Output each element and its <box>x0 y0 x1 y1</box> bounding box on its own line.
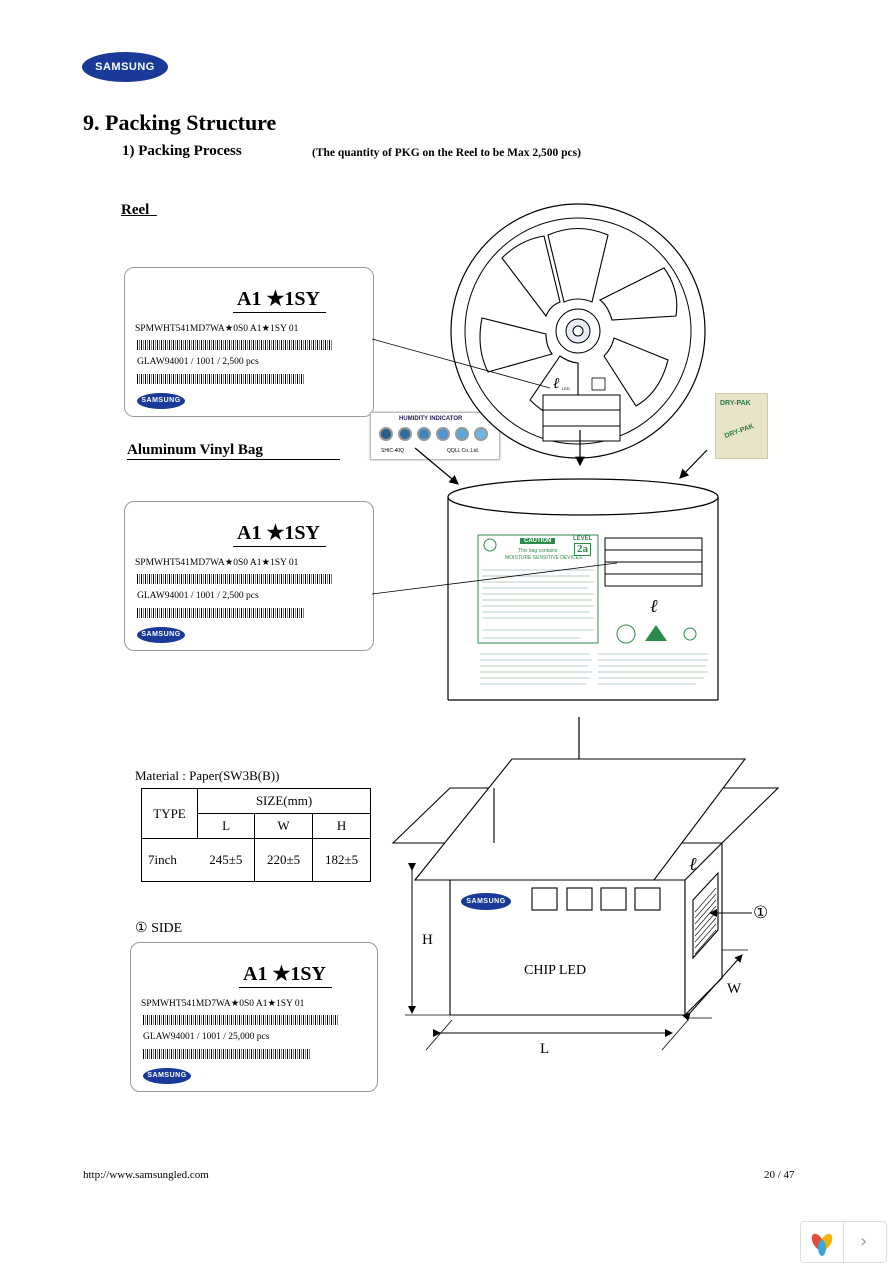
label-logo: SAMSUNG <box>143 1068 191 1084</box>
dim-l-label: L <box>540 1041 550 1057</box>
bag-label-card: A1 ★1SY SPMWHT541MD7WA★0S0 A1★1SY 01 GLA… <box>124 501 374 651</box>
label-code: A1 ★1SY <box>239 961 332 988</box>
reel-heading: Reel <box>121 202 157 219</box>
label-code-b: 1SY <box>290 963 326 985</box>
next-page-button[interactable]: › <box>843 1221 887 1263</box>
section-title: 9. Packing Structure <box>83 110 277 135</box>
material-title: Material : Paper(SW3B(B)) <box>135 768 280 783</box>
desiccant-pack: DRY-PAK DRY-PAK <box>715 393 768 459</box>
vinyl-bag-heading: Aluminum Vinyl Bag <box>127 442 263 459</box>
svg-text:ℓ: ℓ <box>553 376 559 392</box>
vinyl-bag-heading-text: Aluminum Vinyl Bag <box>127 442 263 458</box>
label-line-1: SPMWHT541MD7WA★0S0 A1★1SY 01 <box>135 558 299 568</box>
star-icon: ★ <box>266 522 285 544</box>
type-header: TYPE <box>141 788 198 839</box>
label-code-a: A1 <box>237 522 262 544</box>
viewer-logo-button[interactable] <box>800 1221 844 1263</box>
label-line-2: GLAW94001 / 1001 / 2,500 pcs <box>137 357 259 367</box>
box-product-label: CHIP LED <box>524 963 587 978</box>
barcode <box>137 574 332 584</box>
side-marker: ① <box>135 921 148 936</box>
section-subtitle: 1) Packing Process <box>122 143 242 159</box>
indicator-dot-icon <box>417 427 431 441</box>
barcode <box>143 1049 311 1059</box>
label-code: A1 ★1SY <box>233 520 326 547</box>
label-logo: SAMSUNG <box>137 393 185 409</box>
caution-level-value: 2a <box>574 543 591 556</box>
label-code-b: 1SY <box>284 288 320 310</box>
barcode <box>137 374 305 384</box>
size-l-value: 245±5 <box>197 838 256 882</box>
indicator-dot-icon <box>474 427 488 441</box>
desiccant-label: DRY-PAK <box>720 400 751 407</box>
indicator-dot-icon <box>379 427 393 441</box>
footer-url[interactable]: http://www.samsungled.com <box>83 1169 209 1181</box>
caution-line-1: This bag contains <box>518 548 558 554</box>
label-line-2: GLAW94001 / 1001 / 2,500 pcs <box>137 591 259 601</box>
side-heading: ① SIDE <box>135 920 182 937</box>
barcode <box>137 340 332 350</box>
type-value: 7inch <box>141 838 198 882</box>
label-code-a: A1 <box>243 963 268 985</box>
box-drawing <box>391 758 780 1017</box>
caution-line-2: MOISTURE SENSITIVE DEVICES <box>505 555 583 561</box>
label-line-2: GLAW94001 / 1001 / 25,000 pcs <box>143 1032 270 1042</box>
reel-tag: LED <box>562 386 570 391</box>
box-side-marker: ① <box>753 903 769 922</box>
humidity-left-note: SHIC-40Q <box>381 448 405 454</box>
chevron-right-icon: › <box>860 1231 868 1252</box>
reel-drawing: ℓ <box>450 203 706 459</box>
reel-label-card: A1 ★1SY SPMWHT541MD7WA★0S0 A1★1SY 01 GLA… <box>124 267 374 417</box>
col-l-header: L <box>196 813 256 839</box>
caution-level: LEVEL <box>573 536 593 542</box>
label-code-b: 1SY <box>284 522 320 544</box>
dim-h-label: H <box>422 932 433 948</box>
col-h-header: H <box>312 813 371 839</box>
quantity-note: (The quantity of PKG on the Reel to be M… <box>312 147 581 159</box>
vinyl-bag-drawing: ℓ <box>447 478 719 701</box>
side-heading-text: SIDE <box>151 921 183 936</box>
label-code: A1 ★1SY <box>233 286 326 313</box>
size-w-value: 220±5 <box>254 838 314 882</box>
size-header: SIZE(mm) <box>197 788 371 814</box>
humidity-dots <box>379 427 494 443</box>
indicator-dot-icon <box>398 427 412 441</box>
barcode <box>143 1015 338 1025</box>
barcode <box>137 608 305 618</box>
humidity-indicator-card: HUMIDITY INDICATOR SHIC-40Q QQLL Co.,Ltd… <box>370 412 500 460</box>
caution-badge: CAUTION <box>520 538 556 544</box>
heading-underline <box>127 459 340 460</box>
humidity-right-note: QQLL Co.,Ltd. <box>447 448 480 454</box>
size-table: TYPE SIZE(mm) L W H 7inch 245±5 220±5 18… <box>141 788 371 882</box>
samsung-logo: SAMSUNG <box>82 52 168 82</box>
svg-text:ℓ: ℓ <box>689 854 697 874</box>
star-icon: ★ <box>266 288 285 310</box>
size-h-value: 182±5 <box>312 838 371 882</box>
reel-heading-text: Reel <box>121 202 150 218</box>
dim-w-label: W <box>727 981 742 997</box>
box-logo: SAMSUNG <box>461 893 511 910</box>
brand-flower-icon <box>811 1233 833 1256</box>
label-code-a: A1 <box>237 288 262 310</box>
label-logo: SAMSUNG <box>137 627 185 643</box>
svg-text:ℓ: ℓ <box>650 596 658 616</box>
col-w-header: W <box>254 813 314 839</box>
side-label-card: A1 ★1SY SPMWHT541MD7WA★0S0 A1★1SY 01 GLA… <box>130 942 378 1092</box>
label-line-1: SPMWHT541MD7WA★0S0 A1★1SY 01 <box>141 999 305 1009</box>
page-number: 20 / 47 <box>764 1169 795 1181</box>
humidity-title: HUMIDITY INDICATOR <box>399 416 463 422</box>
esd-icon <box>483 538 497 552</box>
label-line-1: SPMWHT541MD7WA★0S0 A1★1SY 01 <box>135 324 299 334</box>
star-icon: ★ <box>272 963 291 985</box>
indicator-dot-icon <box>455 427 469 441</box>
indicator-dot-icon <box>436 427 450 441</box>
